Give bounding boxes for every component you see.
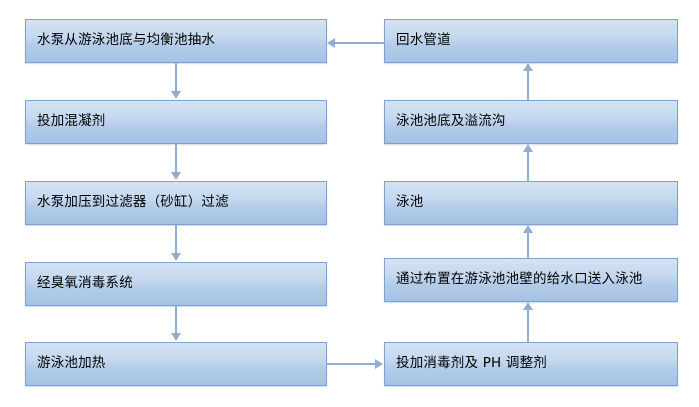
node-sand-filter[interactable]: 水泵加压到过滤器（砂缸）过滤 — [25, 181, 327, 225]
connector-l1-l2-line — [175, 63, 177, 92]
node-label: 游泳池加热 — [37, 355, 106, 372]
node-label: 泳池池底及溢流沟 — [396, 113, 506, 130]
connector-r1-l1-arrowhead — [327, 38, 335, 48]
connector-l2-l3-line — [175, 144, 177, 173]
node-disinfectant-ph[interactable]: 投加消毒剂及 PH 调整剂 — [384, 342, 678, 386]
node-coagulant-dosing[interactable]: 投加混凝剂 — [25, 100, 327, 144]
connector-r5-r4-arrowhead — [523, 302, 533, 310]
node-pool[interactable]: 泳池 — [384, 181, 678, 225]
node-label: 投加混凝剂 — [37, 113, 106, 130]
node-label: 水泵加压到过滤器（砂缸）过滤 — [37, 194, 229, 211]
connector-r3-r2-arrowhead — [523, 144, 533, 152]
node-label: 回水管道 — [396, 32, 451, 49]
node-pump-intake[interactable]: 水泵从游泳池底与均衡池抽水 — [25, 19, 327, 63]
connector-r2-r1-line — [527, 71, 529, 100]
connector-r5-r4-line — [527, 310, 529, 342]
node-return-pipe[interactable]: 回水管道 — [384, 19, 678, 63]
connector-r1-l1-line — [335, 42, 384, 44]
node-label: 泳池 — [396, 194, 424, 211]
connector-l5-r5-line — [327, 363, 375, 365]
node-wall-inlet[interactable]: 通过布置在游泳池池壁的给水口送入泳池 — [384, 258, 678, 302]
connector-l5-r5-arrowhead — [375, 359, 383, 369]
connector-l4-l5-line — [175, 306, 177, 334]
node-label: 投加消毒剂及 PH 调整剂 — [396, 355, 547, 372]
connector-l2-l3-arrowhead — [171, 172, 181, 180]
node-pool-heating[interactable]: 游泳池加热 — [25, 342, 327, 386]
connector-l1-l2-arrowhead — [171, 91, 181, 99]
node-ozone-disinfection[interactable]: 经臭氧消毒系统 — [25, 262, 327, 306]
connector-l4-l5-arrowhead — [171, 333, 181, 341]
node-label: 水泵从游泳池底与均衡池抽水 — [37, 32, 216, 49]
connector-l3-l4-line — [175, 225, 177, 254]
connector-r2-r1-arrowhead — [523, 63, 533, 71]
node-label: 经臭氧消毒系统 — [37, 275, 133, 292]
connector-r4-r3-line — [527, 233, 529, 258]
connector-r3-r2-line — [527, 152, 529, 181]
node-pool-bottom-overflow[interactable]: 泳池池底及溢流沟 — [384, 100, 678, 144]
connector-l3-l4-arrowhead — [171, 253, 181, 261]
node-label: 通过布置在游泳池池壁的给水口送入泳池 — [396, 271, 643, 288]
connector-r4-r3-arrowhead — [523, 225, 533, 233]
